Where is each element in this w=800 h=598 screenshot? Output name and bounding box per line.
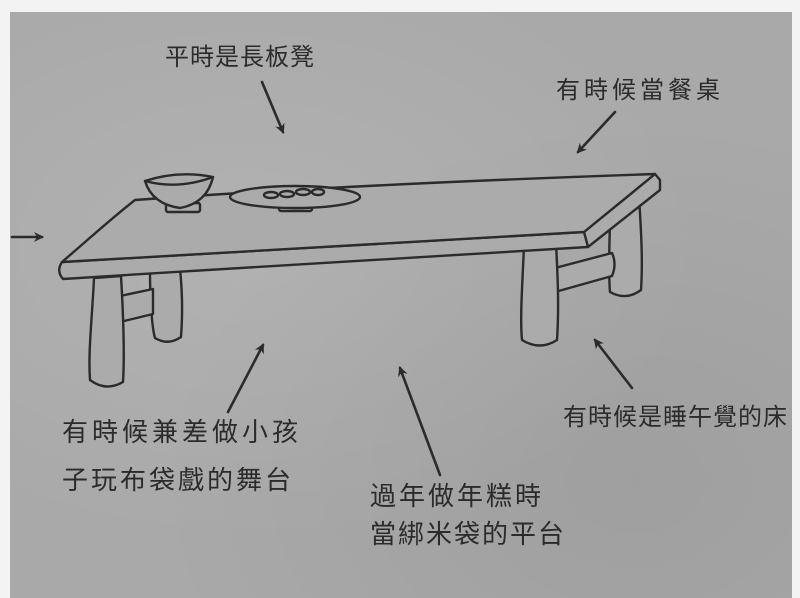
puppet-stage-label-line-2: 子玩布袋戲的舞台: [62, 466, 295, 496]
nap-bed-label: 有時候是睡午覺的床: [563, 403, 788, 431]
scan-background: [10, 12, 792, 598]
right-crossbar: [553, 251, 616, 294]
front-left-leg: [88, 274, 126, 388]
front-right-leg: [519, 242, 560, 347]
rice-cake-platform-label-line-1: 過年做年糕時: [370, 482, 545, 512]
rice-cake-platform-arrow: [398, 366, 442, 477]
dining-table-arrow: [576, 110, 617, 154]
nap-bed-arrow: [593, 338, 634, 390]
back-left-leg: [148, 266, 184, 343]
bowl-rim: [143, 175, 215, 186]
puppet-stage-label-line-1: 有時候兼差做小孩: [62, 418, 303, 448]
bench-arrow: [260, 80, 285, 134]
dumpling: [278, 189, 296, 199]
rice-cake-platform-label-line-2: 當綁米袋的平台: [370, 520, 567, 550]
dining-table-label: 有時候當餐桌: [556, 76, 724, 104]
puppet-stage-arrow: [226, 343, 265, 414]
dumpling: [310, 187, 326, 197]
dumpling: [294, 187, 312, 197]
dumpling: [262, 190, 280, 200]
bench-top-surface: [60, 172, 657, 264]
bench-label: 平時是長板凳: [165, 43, 315, 71]
left-crossbar: [118, 287, 155, 324]
plate: [228, 184, 362, 210]
